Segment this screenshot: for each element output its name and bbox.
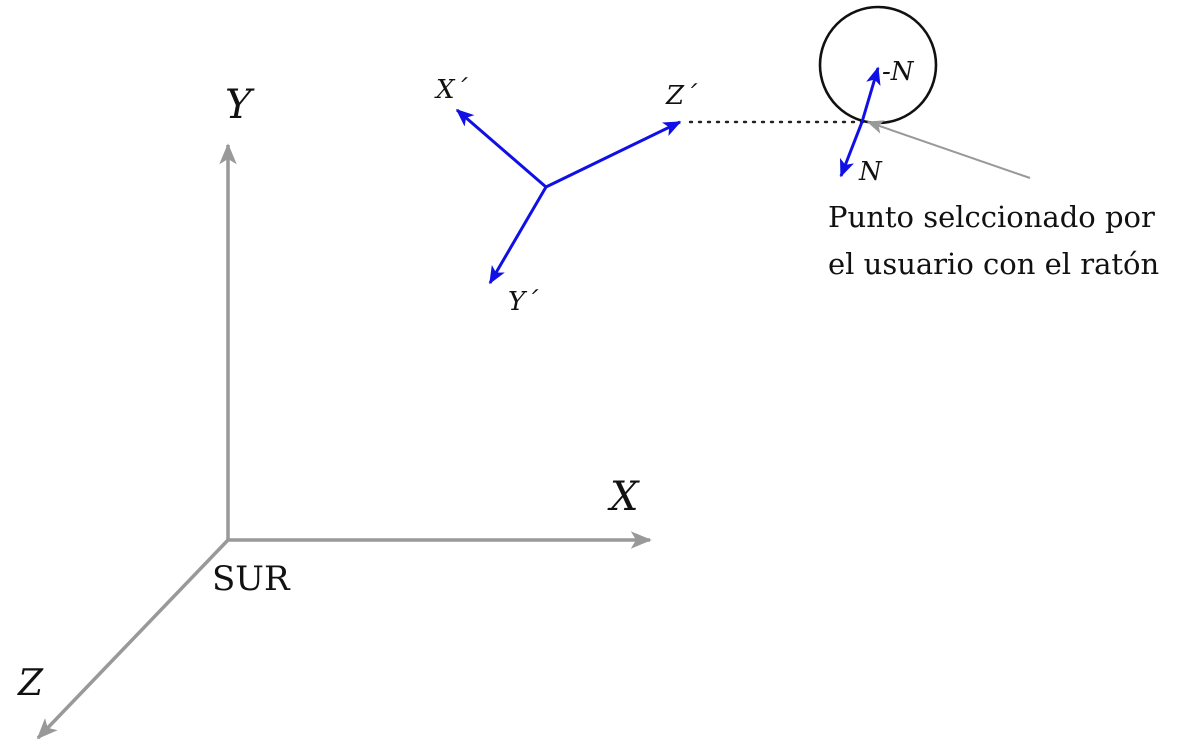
normal-negative-label: -N <box>882 57 915 87</box>
normal-negative-arrow <box>860 66 881 123</box>
local-z-axis <box>545 120 682 189</box>
world-y-label: Y <box>225 82 255 128</box>
annotation-line2: el usuario con el ratón <box>828 247 1159 281</box>
normal-vectors: -N N <box>839 57 915 187</box>
local-x-axis <box>455 108 547 189</box>
normal-positive-label: N <box>858 157 883 187</box>
annotation-pointer <box>866 120 1031 179</box>
world-x-label: X <box>607 474 640 520</box>
world-origin-label: SUR <box>212 559 291 599</box>
local-x-label: X´ <box>434 75 469 105</box>
normal-positive-arrow <box>839 121 864 178</box>
selection-circle <box>818 5 938 125</box>
world-z-axis <box>36 538 230 740</box>
world-z-label: Z <box>17 663 44 704</box>
world-axes: Y X Z SUR <box>17 82 652 740</box>
local-z-label: Z´ <box>665 81 698 111</box>
annotation: Punto selccionado por el usuario con el … <box>828 200 1159 281</box>
annotation-line1: Punto selccionado por <box>828 200 1155 234</box>
local-axes: X´ Z´ Y´ <box>434 75 698 317</box>
local-y-axis <box>488 186 548 285</box>
local-y-label: Y´ <box>508 287 539 317</box>
